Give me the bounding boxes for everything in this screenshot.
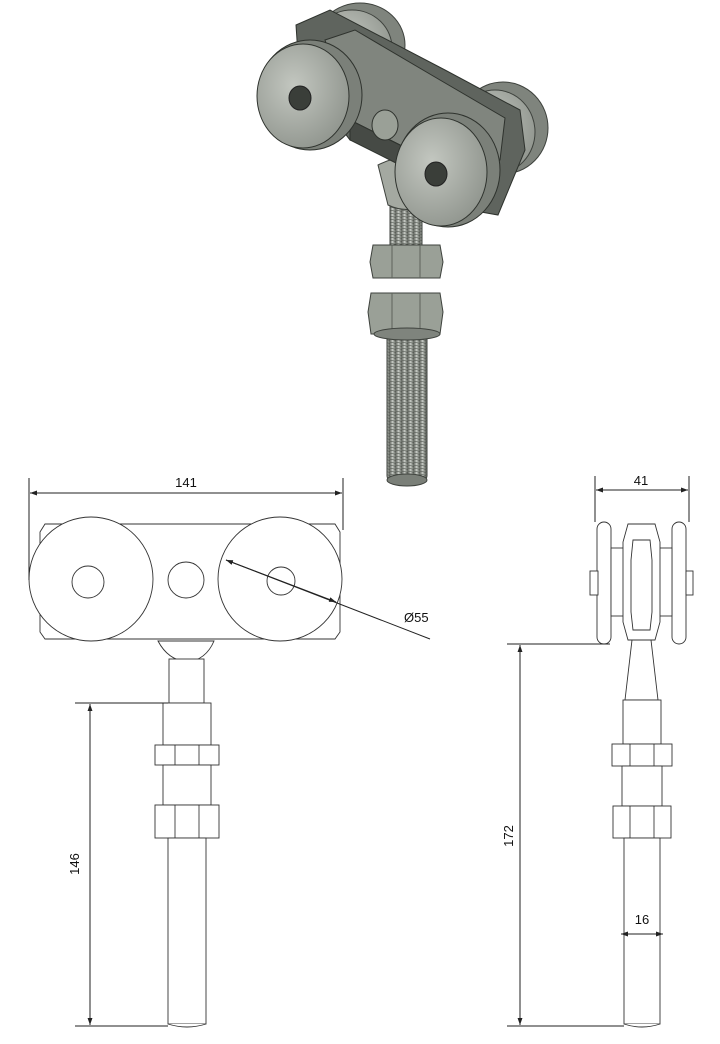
front-wheel-right-3d <box>394 112 501 228</box>
center-pin-3d <box>371 109 399 141</box>
isometric-3d-view <box>256 2 549 487</box>
dimension-overall-width: 141 <box>175 475 197 490</box>
dimension-thread-diameter: 16 <box>635 912 649 927</box>
upper-nut-3d <box>369 244 444 279</box>
front-view-threaded-rod <box>167 837 207 1025</box>
side-view-dimensions: 41 172 16 <box>501 473 690 1027</box>
front-wheel-left-3d <box>256 39 363 151</box>
dimension-wheel-diameter: Ø55 <box>404 610 429 625</box>
side-view-wheel-right <box>671 521 687 645</box>
dimension-side-width: 41 <box>634 473 648 488</box>
side-view <box>589 521 694 1028</box>
side-view-upper-nut <box>611 743 673 767</box>
side-view-lower-nut <box>612 805 672 839</box>
front-view-center-hole <box>167 561 205 599</box>
threaded-rod-3d <box>386 329 428 481</box>
lower-nut-3d <box>367 292 444 341</box>
front-view-lower-nut <box>154 804 220 839</box>
front-view-dimensions: 141 Ø55 146 <box>28 475 431 1027</box>
front-view <box>28 516 343 1028</box>
side-view-threaded-rod <box>623 837 661 1025</box>
dimension-stem-length: 146 <box>67 853 82 875</box>
front-view-upper-nut <box>154 744 220 766</box>
dimension-total-height: 172 <box>501 825 516 847</box>
side-view-wheel-left <box>596 521 612 645</box>
